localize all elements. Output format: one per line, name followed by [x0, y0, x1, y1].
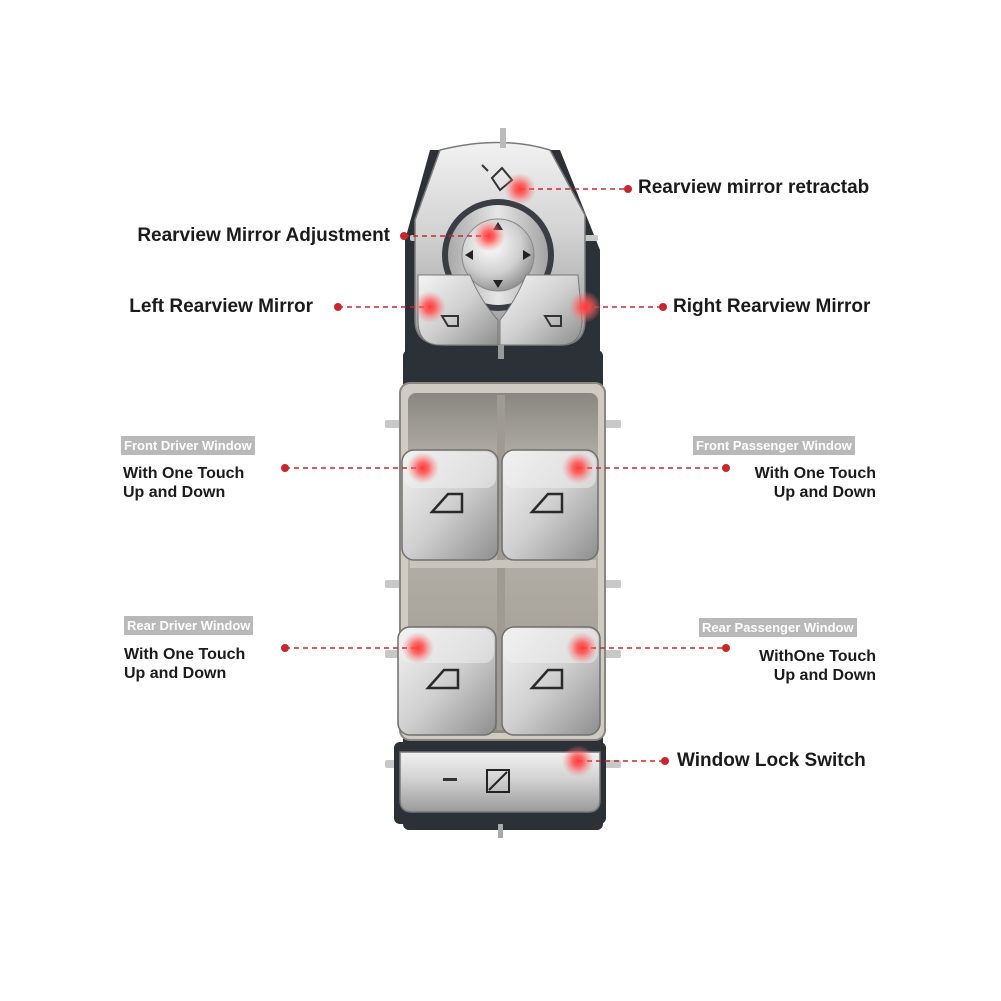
desc-line: Up and Down	[124, 665, 227, 682]
desc-line: With One Touch	[124, 646, 246, 663]
top-tab	[500, 128, 506, 148]
label-mirror-retract: Rearview mirror retractab	[638, 177, 870, 198]
label-right-mirror: Right Rearview Mirror	[673, 296, 871, 317]
desc-line: Up and Down	[773, 667, 876, 684]
tag-front-passenger: Front Passenger Window	[693, 436, 855, 455]
desc-rear-driver: With One Touch Up and Down	[124, 645, 245, 683]
label-window-lock: Window Lock Switch	[677, 750, 866, 771]
desc-line: WithOne Touch	[759, 648, 876, 665]
callout-dots	[281, 185, 730, 765]
tag-rear-driver: Rear Driver Window	[124, 616, 254, 635]
window-lock-icon	[486, 769, 510, 793]
label-mirror-adjust: Rearview Mirror Adjustment	[137, 225, 390, 246]
label-left-mirror: Left Rearview Mirror	[129, 296, 313, 317]
window-lock-button[interactable]	[399, 751, 601, 813]
window-icons	[425, 492, 564, 690]
callout-lines	[285, 188, 726, 762]
desc-line: Up and Down	[773, 484, 876, 501]
desc-rear-passenger: WithOne Touch Up and Down	[700, 647, 876, 685]
tag-front-driver: Front Driver Window	[121, 436, 255, 455]
mirror-select-icons	[440, 315, 562, 327]
desc-front-driver: With One Touch Up and Down	[123, 464, 244, 502]
hotspots	[402, 173, 601, 777]
desc-line: With One Touch	[123, 465, 245, 482]
desc-line: Up and Down	[123, 484, 226, 501]
tag-rear-passenger: Rear Passenger Window	[699, 618, 857, 637]
desc-line: With One Touch	[754, 465, 876, 482]
desc-front-passenger: With One Touch Up and Down	[700, 464, 876, 502]
